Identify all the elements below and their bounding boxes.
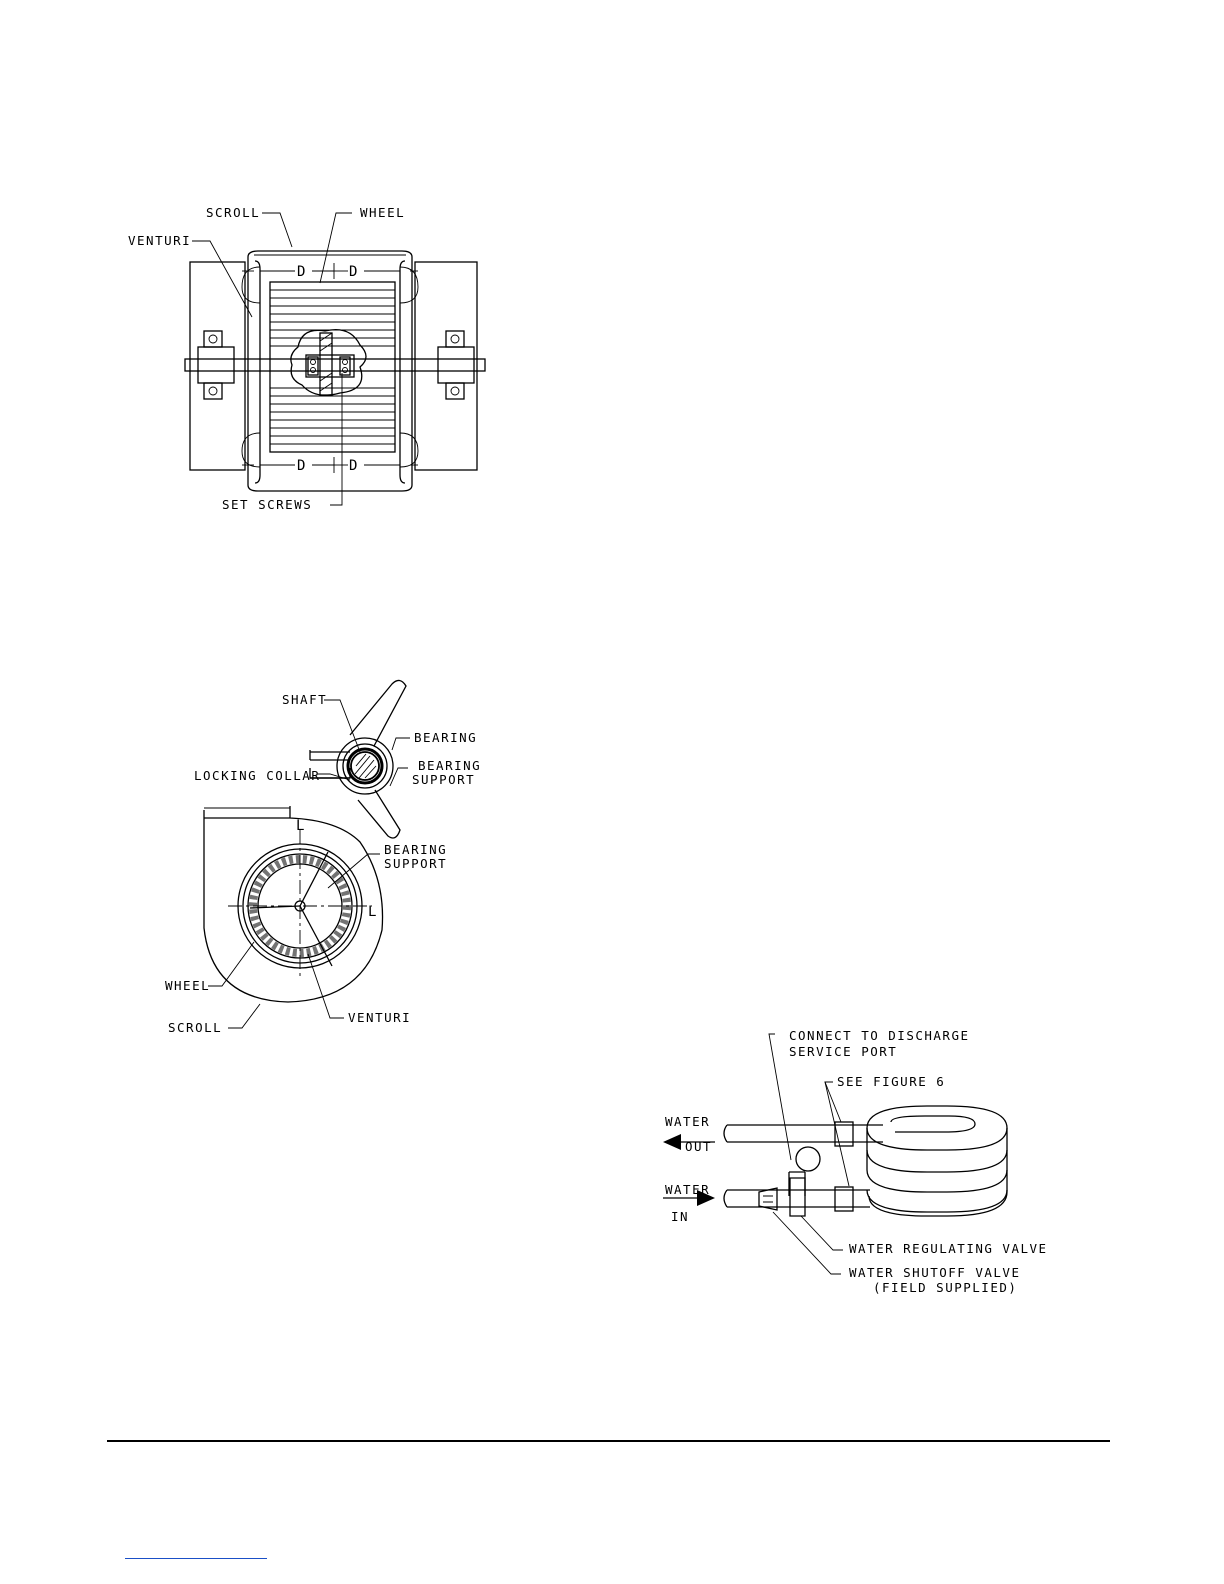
shaft — [185, 359, 485, 371]
label-water-in-1: WATER — [665, 1182, 710, 1197]
footer-link-underline[interactable] — [125, 1558, 267, 1559]
label-regulating-valve: WATER REGULATING VALVE — [849, 1241, 1048, 1256]
venturi-right — [400, 261, 405, 483]
footer-rule-right — [607, 1440, 1110, 1442]
label-connect-1: CONNECT TO DISCHARGE — [789, 1028, 970, 1043]
label-venturi-side: VENTURI — [348, 1010, 411, 1025]
label-bearing-support-side-2: SUPPORT — [384, 856, 447, 871]
label-shutoff-valve-1: WATER SHUTOFF VALVE — [849, 1265, 1021, 1280]
label-scroll-side: SCROLL — [168, 1020, 222, 1035]
water-piping-diagram: CONNECT TO DISCHARGE SERVICE PORT SEE FI… — [655, 1020, 1075, 1305]
dim-d-top-left: D — [297, 264, 307, 280]
label-wheel: WHEEL — [360, 205, 405, 220]
right-bearing — [438, 347, 474, 383]
label-bearing-support-2: SUPPORT — [412, 772, 475, 787]
label-bearing: BEARING — [414, 730, 477, 745]
label-set-screws: SET SCREWS — [222, 497, 312, 512]
label-bearing-support-side-1: BEARING — [384, 842, 447, 857]
label-water-out-1: WATER — [665, 1114, 710, 1129]
dim-d-top-right: D — [349, 264, 359, 280]
label-bearing-support-1: BEARING — [418, 758, 481, 773]
label-connect-2: SERVICE PORT — [789, 1044, 897, 1059]
scroll-outline-side — [204, 806, 383, 1002]
shaft-section — [351, 752, 379, 780]
centerline-horizontal: L — [368, 904, 378, 920]
blower-side-view-diagram: SHAFT BEARING LOCKING COLLAR BEARING SUP… — [160, 670, 490, 1045]
label-shaft: SHAFT — [282, 692, 327, 707]
right-housing — [415, 262, 477, 470]
label-scroll: SCROLL — [206, 205, 260, 220]
dim-d-bottom-left: D — [297, 458, 307, 474]
water-in-pipe — [724, 1190, 870, 1207]
bearing-support-arm-top — [350, 680, 406, 746]
footer-rule-left — [107, 1440, 607, 1442]
venturi-left — [255, 261, 260, 483]
left-bearing — [198, 347, 234, 383]
water-regulating-valve — [790, 1178, 805, 1216]
blower-assembly-diagram: D D D D SCROLL WHEEL VENTURI SET SCREWS — [120, 195, 500, 525]
discharge-service-port — [796, 1147, 820, 1171]
condenser-coil — [867, 1106, 1007, 1216]
label-shutoff-valve-2: (FIELD SUPPLIED) — [873, 1280, 1017, 1295]
water-out-pipe — [724, 1125, 883, 1142]
dim-d-bottom-right: D — [349, 458, 359, 474]
label-locking-collar: LOCKING COLLAR — [194, 768, 320, 783]
label-water-in-2: IN — [671, 1209, 689, 1224]
label-wheel-side: WHEEL — [165, 978, 210, 993]
label-see-figure: SEE FIGURE 6 — [837, 1074, 945, 1089]
centerline-vertical: L — [296, 818, 306, 834]
label-venturi: VENTURI — [128, 233, 191, 248]
label-water-out-2: OUT — [685, 1139, 712, 1154]
